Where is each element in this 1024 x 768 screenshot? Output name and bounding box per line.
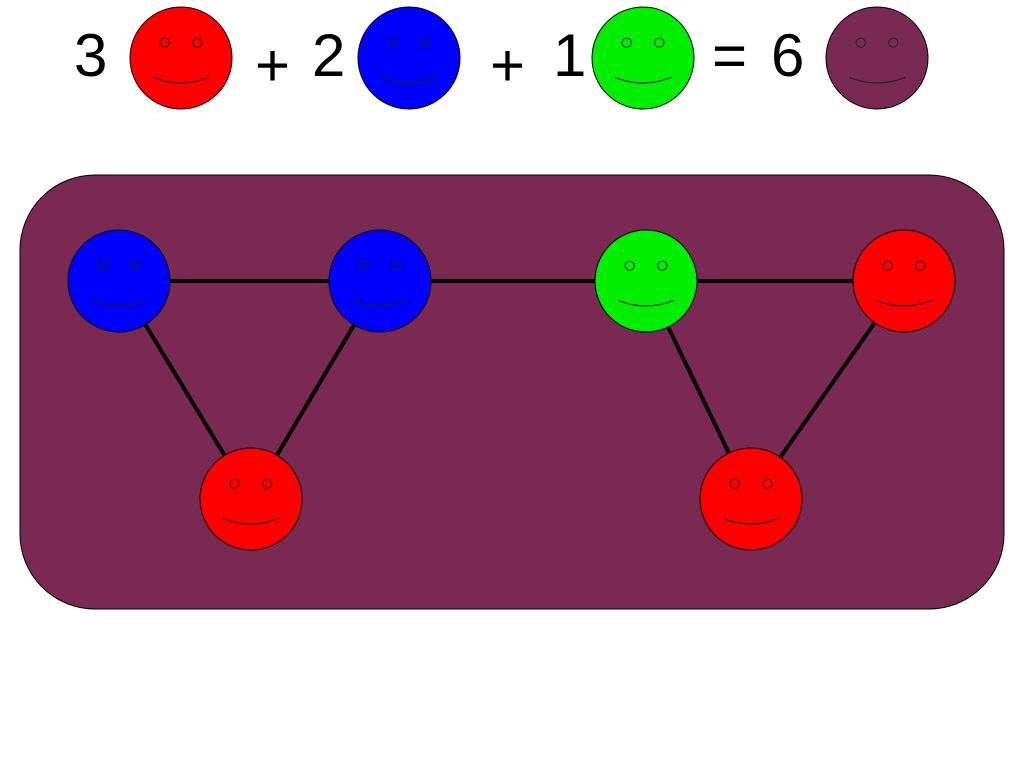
- left-eye-icon: [624, 260, 635, 271]
- equation-face-4: [825, 6, 929, 110]
- right-eye-icon: [915, 260, 926, 271]
- left-eye-icon: [387, 37, 398, 48]
- equation-face-3: [591, 6, 695, 110]
- smiley-face-icon: [67, 229, 171, 333]
- left-eye-icon: [229, 478, 240, 489]
- right-eye-icon: [262, 478, 273, 489]
- left-eye-icon: [159, 37, 170, 48]
- smile-mouth-icon: [848, 76, 906, 84]
- right-eye-icon: [420, 37, 431, 48]
- right-eye-icon: [130, 260, 141, 271]
- smiley-face-icon: [825, 6, 929, 110]
- smiley-face-icon: [699, 447, 803, 551]
- left-eye-icon: [358, 260, 369, 271]
- right-eye-icon: [391, 260, 402, 271]
- right-eye-icon: [657, 260, 668, 271]
- plus-sign-1: +: [255, 32, 291, 99]
- graph-panel: [19, 174, 1005, 610]
- equation-faces: [129, 6, 929, 110]
- smiley-face-icon: [328, 229, 432, 333]
- plus-sign-2: +: [490, 32, 526, 99]
- smile-mouth-icon: [90, 299, 148, 307]
- term-2-count: 2: [312, 22, 346, 89]
- smile-mouth-icon: [614, 76, 672, 84]
- result-count: 6: [771, 22, 805, 89]
- smiley-face-icon: [852, 229, 956, 333]
- node-b2: [328, 229, 432, 333]
- smile-mouth-icon: [222, 517, 280, 525]
- equation-face-2: [357, 6, 461, 110]
- equation-face-1: [129, 6, 233, 110]
- equals-sign: =: [712, 22, 748, 89]
- smile-mouth-icon: [351, 299, 409, 307]
- right-eye-icon: [762, 478, 773, 489]
- node-r2: [852, 229, 956, 333]
- left-eye-icon: [729, 478, 740, 489]
- node-r3: [699, 447, 803, 551]
- graph-nodes: [67, 229, 956, 551]
- right-eye-icon: [888, 37, 899, 48]
- smiley-face-icon: [594, 229, 698, 333]
- node-g1: [594, 229, 698, 333]
- right-eye-icon: [192, 37, 203, 48]
- term-1-count: 3: [74, 22, 108, 89]
- node-r1: [199, 447, 303, 551]
- smiley-face-icon: [591, 6, 695, 110]
- node-b1: [67, 229, 171, 333]
- smiley-face-icon: [357, 6, 461, 110]
- left-eye-icon: [882, 260, 893, 271]
- left-eye-icon: [621, 37, 632, 48]
- left-eye-icon: [97, 260, 108, 271]
- smiley-face-icon: [199, 447, 303, 551]
- left-eye-icon: [855, 37, 866, 48]
- smile-mouth-icon: [875, 299, 933, 307]
- term-3-count: 1: [553, 22, 587, 89]
- smile-mouth-icon: [722, 517, 780, 525]
- smiley-face-icon: [129, 6, 233, 110]
- right-eye-icon: [654, 37, 665, 48]
- smile-mouth-icon: [617, 299, 675, 307]
- smile-mouth-icon: [380, 76, 438, 84]
- smile-mouth-icon: [152, 76, 210, 84]
